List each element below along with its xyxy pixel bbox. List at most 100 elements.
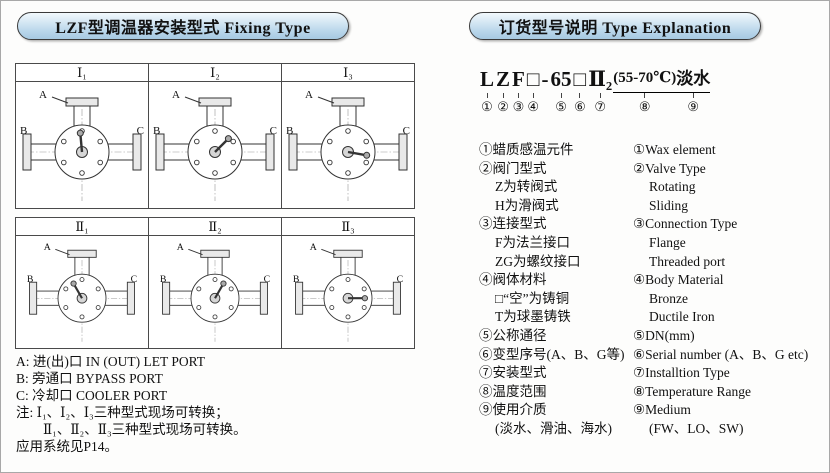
port-label-b: B [153, 125, 160, 137]
explanation-en: Bronze [649, 290, 688, 306]
explanation-row: □“空”为铸铜 Bronze [479, 290, 808, 309]
type-code-number: ④ [527, 99, 540, 114]
tick [486, 93, 488, 98]
explanation-cn: T为球墨铸铁 [495, 309, 571, 325]
port-label-c: C [137, 125, 144, 137]
type-code-char: L [480, 67, 495, 91]
explanation-cn: ZG为螺纹接口 [495, 253, 581, 269]
fixing-type-cell: Ⅱ₃ A B C [282, 218, 414, 348]
port-label-b: B [293, 274, 300, 285]
valve-diagram: A B C [16, 236, 148, 348]
port-label-a: A [39, 89, 47, 101]
explanation-row: ⑨使用介质 ⑨Medium [479, 401, 808, 420]
note-line: Ⅱ₁、Ⅱ₂、Ⅱ₃三种型式现场可转换。 [43, 422, 247, 437]
port-label-b: B [286, 125, 293, 137]
type-code-segment: □⑥ [574, 66, 587, 114]
explanation-cn: ③连接型式 [479, 216, 547, 232]
note-line: B: 旁通口 BYPASS PORT [16, 371, 163, 386]
type-code-char: □ [526, 67, 540, 91]
note-line: A: 进(出)口 IN (OUT) LET PORT [16, 354, 206, 369]
type-code-char: F [512, 67, 525, 91]
fixing-type-label: Ⅱ₂ [149, 218, 281, 236]
valve-diagram: A B C [149, 236, 281, 348]
fixing-type-cell: Ⅱ₂ A B C [149, 218, 282, 348]
explanation-row: (淡水、滑油、海水)(FW、LO、SW) [479, 420, 808, 439]
explanation-cn: ⑨使用介质 [479, 402, 547, 418]
valve-diagram: A B C [149, 82, 281, 208]
explanation-en: Flange [649, 234, 686, 250]
port-label-c: C [264, 274, 271, 285]
port-label-c: C [397, 274, 404, 285]
note-line: 应用系统见P14。 [16, 439, 119, 454]
valve-diagram-svg: A B C [153, 89, 277, 201]
explanation-cn: ④阀体材料 [479, 272, 547, 288]
type-code-char: (55-70℃) [613, 65, 677, 93]
port-label-a: A [310, 242, 317, 253]
fixing-type-cell: Ⅰ₃ A B C [282, 64, 414, 208]
tick [692, 93, 694, 98]
type-code-char: 淡水 [676, 65, 711, 93]
explanation-en: ②Valve Type [633, 160, 706, 176]
fixing-type-label: Ⅱ₃ [282, 218, 414, 236]
explanation-row: ⑥变型序号(A、B、G等)⑥Serial number (A、B、G etc) [479, 346, 808, 365]
explanation-cn: ①蜡质感温元件 [479, 142, 574, 157]
tick [545, 93, 546, 98]
explanation-cn: □“空”为铸铜 [495, 290, 570, 306]
type-code-char: Ⅱ₂ [588, 67, 613, 91]
port-label-a: A [172, 89, 180, 101]
type-code-char: Z [496, 67, 511, 91]
type-code-segment: (55-70℃)⑧ [613, 65, 677, 114]
section-title-fixing-type: LZF型调温器安装型式 Fixing Type [17, 12, 349, 40]
explanation-cn: ⑤公称通径 [479, 327, 547, 343]
type-code-number: ⑤ [555, 99, 567, 114]
note-line: C: 冷却口 COOLER PORT [16, 388, 168, 403]
type-code-char: □ [573, 67, 587, 91]
type-code-number: ⑨ [687, 99, 700, 114]
type-code-segment: - [542, 66, 549, 114]
explanation-cn: ②阀门型式 [479, 160, 547, 176]
explanation-en: Threaded port [649, 253, 726, 269]
explanation-cn: F为法兰接口 [495, 234, 571, 250]
port-label-a: A [44, 242, 51, 253]
valve-diagram: A B C [16, 82, 148, 208]
explanation-row: ④阀体材料 ④Body Material [479, 271, 808, 290]
explanation-en: ⑧Temperature Range [633, 383, 751, 399]
port-label-a: A [177, 242, 184, 253]
type-code-segment: 淡水 ⑨ [676, 65, 711, 114]
fixing-type-box-row2: Ⅱ₁ A B C Ⅱ₂ [15, 217, 415, 349]
tick [532, 93, 534, 98]
type-code-number: ② [497, 99, 509, 114]
tick [599, 93, 601, 98]
fixing-type-cell: Ⅰ₁ A B C [16, 64, 149, 208]
explanation-en: ⑥Serial number (A、B、G etc) [633, 346, 809, 362]
note-line: 注: Ⅰ₁、Ⅰ₂、Ⅰ₃三种型式现场可转换； [16, 405, 229, 420]
type-code-segment: Ⅱ₂ ⑦ [588, 66, 612, 114]
type-code-number: ⑦ [594, 99, 607, 114]
explanation-en: ①Wax element [633, 142, 716, 157]
port-label-b: B [160, 274, 167, 285]
valve-diagram-svg: A B C [286, 89, 410, 201]
explanation-en: ⑨Medium [633, 402, 691, 418]
explanation-en: ⑦Installtion Type [633, 365, 730, 381]
fixing-type-cell: Ⅰ₂ A B C [149, 64, 282, 208]
explanation-row: T为球墨铸铁 Ductile Iron [479, 308, 808, 327]
explanation-en: ④Body Material [633, 272, 724, 288]
fixing-type-box-row1: Ⅰ₁ A B C Ⅰ₂ [15, 63, 415, 209]
explanation-en: Ductile Iron [649, 309, 715, 325]
explanation-row: ②阀门型式 ②Valve Type [479, 160, 808, 179]
port-label-b: B [20, 125, 27, 137]
type-code-number: ⑥ [574, 99, 586, 114]
explanation-en: (FW、LO、SW) [649, 420, 744, 436]
valve-diagram: A B C [282, 236, 414, 348]
explanation-row: F为法兰接口 Flange [479, 234, 808, 253]
port-legend-notes: A: 进(出)口 IN (OUT) LET PORT B: 旁通口 BYPASS … [16, 353, 247, 455]
